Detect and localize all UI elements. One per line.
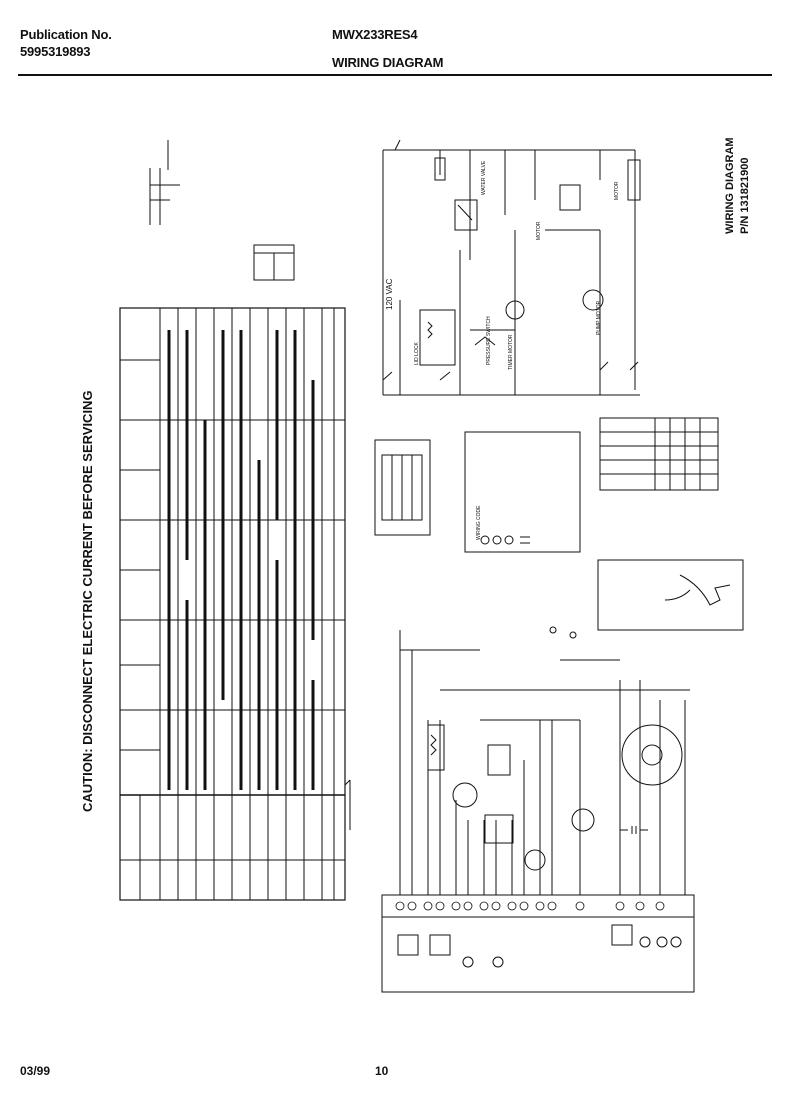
- footer-page-number: 10: [375, 1064, 389, 1078]
- publication-label: Publication No.: [20, 27, 112, 42]
- svg-text:TIMER MOTOR: TIMER MOTOR: [508, 334, 514, 370]
- switch-chart: [599, 417, 719, 491]
- header-rule: [18, 74, 772, 76]
- switch-legend-box: [253, 244, 295, 281]
- ladder-schematic: [382, 139, 641, 396]
- ground-detail: [597, 559, 744, 631]
- timer-sequence-chart: [119, 307, 351, 901]
- svg-text:MOTOR: MOTOR: [614, 181, 620, 200]
- schematic-labels: MOTOR MOTOR PUMP MOTOR TIMER MOTOR LID L…: [414, 160, 620, 540]
- svg-text:LID LOCK: LID LOCK: [414, 342, 420, 365]
- wiring-code-legend: [464, 431, 581, 553]
- supplemental-detail: [149, 140, 180, 225]
- terminal-block: [374, 439, 431, 536]
- svg-text:PRESSURE SWITCH: PRESSURE SWITCH: [486, 316, 492, 365]
- model-number: MWX233RES4: [332, 27, 418, 42]
- svg-text:WATER VALVE: WATER VALVE: [481, 160, 487, 195]
- svg-text:WIRING CODE: WIRING CODE: [476, 505, 482, 540]
- footer-date: 03/99: [20, 1064, 51, 1078]
- svg-text:MOTOR: MOTOR: [536, 221, 542, 240]
- publication-number: 5995319893: [20, 44, 91, 59]
- svg-text:PUMP MOTOR: PUMP MOTOR: [596, 300, 602, 335]
- pictorial-wiring: [381, 626, 695, 993]
- page-title: WIRING DIAGRAM: [332, 55, 444, 70]
